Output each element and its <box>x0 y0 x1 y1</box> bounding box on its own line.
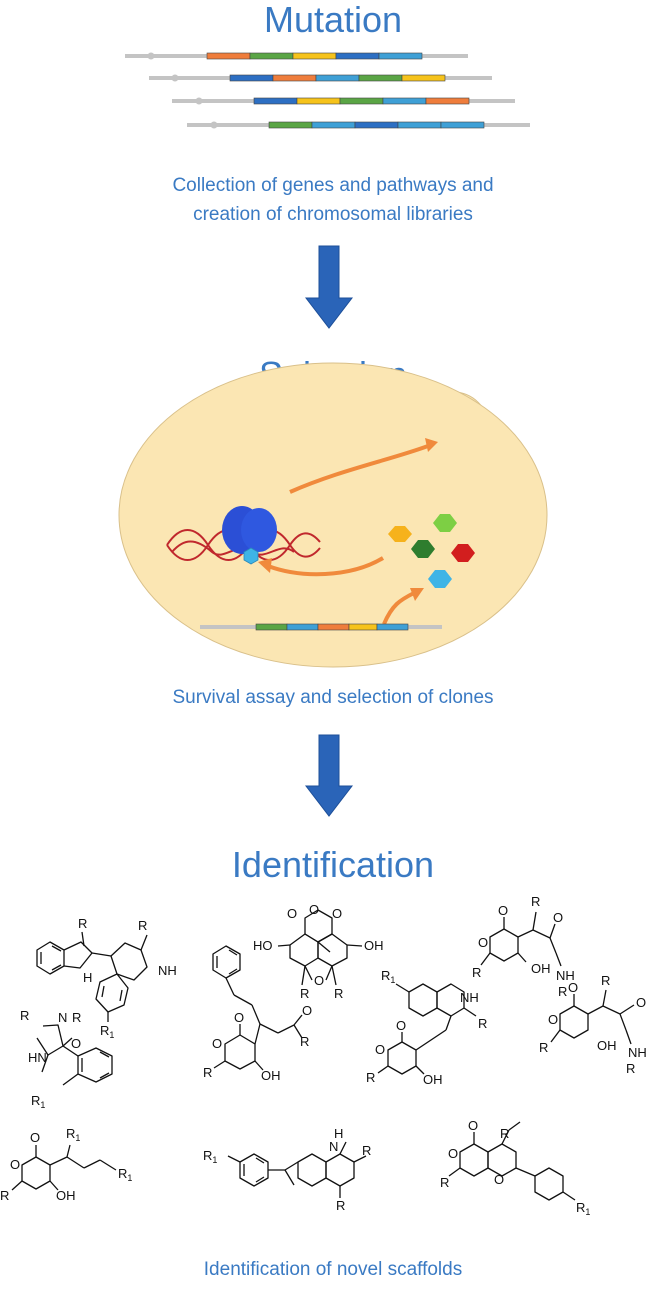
atom-r: R <box>334 986 343 1001</box>
chromosome-2 <box>149 74 492 82</box>
atom-r: R <box>500 1126 509 1141</box>
atom-o: O <box>478 935 488 950</box>
selection-caption: Survival assay and selection of clones <box>172 687 494 708</box>
structure-pyranone-aminoketone: O O R O OH R NH R <box>472 894 575 999</box>
atom-o: O <box>468 1118 478 1133</box>
atom-oh: OH <box>423 1072 443 1087</box>
gene-library-diagram <box>125 52 530 129</box>
metabolite-hexagons <box>388 514 475 588</box>
atom-o: O <box>375 1042 385 1057</box>
atom-o: O <box>314 973 324 988</box>
atom-r1-subscript: 1 <box>109 1030 114 1040</box>
atom-r: R <box>440 1175 449 1190</box>
atom-r: R <box>336 1198 345 1213</box>
atom-r1: R1 <box>100 1023 114 1040</box>
flux-arrows <box>258 438 438 625</box>
structure-dimeric-pyranone: O O O HO OH O R R <box>253 902 384 1001</box>
structure-arylethyl-tetrahydroquinoline: R1 H N R R <box>203 1126 371 1213</box>
atom-o: O <box>287 906 297 921</box>
polymerase-complex <box>222 506 277 565</box>
atom-r: R <box>203 1065 212 1080</box>
atom-r1: R1 <box>203 1148 217 1165</box>
atom-r: R <box>0 1188 9 1203</box>
structure-pyranone-aminoketone-2: O O R O OH R NH R <box>539 973 647 1076</box>
atom-h: H <box>334 1126 343 1141</box>
atom-o: O <box>71 1036 81 1051</box>
atom-oh: OH <box>56 1188 76 1203</box>
atom-r1-subscript: 1 <box>40 1100 45 1110</box>
atom-r: R <box>138 918 147 933</box>
atom-o: O <box>332 906 342 921</box>
integrated-gene-cassette <box>200 623 442 631</box>
chromosome-1 <box>125 52 468 60</box>
structure-alkenyl-pyranone: O O R1 R1 R OH <box>0 1126 132 1203</box>
atom-r1-subscript: 1 <box>390 975 395 985</box>
yeast-cell <box>118 362 548 668</box>
atom-r: R <box>20 1008 29 1023</box>
chromosome-3 <box>172 97 515 105</box>
atom-oh: OH <box>261 1068 281 1083</box>
atom-r1: R1 <box>118 1166 132 1183</box>
atom-ho: HO <box>253 938 273 953</box>
atom-oh: OH <box>364 938 384 953</box>
atom-r1-subscript: 1 <box>585 1207 590 1217</box>
chromosome-4 <box>187 121 530 129</box>
atom-o: O <box>568 980 578 995</box>
atom-o: O <box>553 910 563 925</box>
atom-r: R <box>362 1143 371 1158</box>
atom-r: R <box>300 1034 309 1049</box>
atom-r: R <box>366 1070 375 1085</box>
atom-r: R <box>472 965 481 980</box>
atom-o: O <box>234 1010 244 1025</box>
atom-n: N <box>58 1010 67 1025</box>
atom-nh: NH <box>628 1045 647 1060</box>
atom-oh: OH <box>531 961 551 976</box>
atom-o: O <box>10 1157 20 1172</box>
atom-r: R <box>558 984 567 999</box>
mutation-caption-line1: Collection of genes and pathways and <box>172 175 494 196</box>
atom-o: O <box>302 1003 312 1018</box>
atom-r: R <box>478 1016 487 1031</box>
atom-r: R <box>539 1040 548 1055</box>
atom-nh: NH <box>158 963 177 978</box>
atom-o: O <box>309 902 319 917</box>
identification-title: Identification <box>231 844 435 885</box>
atom-r1-subscript: 1 <box>75 1133 80 1143</box>
atom-nh: NH <box>460 990 479 1005</box>
atom-r1-subscript: 1 <box>127 1173 132 1183</box>
atom-r: R <box>531 894 540 909</box>
atom-r: R <box>601 973 610 988</box>
atom-o: O <box>30 1130 40 1145</box>
atom-o: O <box>448 1146 458 1161</box>
atom-o: O <box>396 1018 406 1033</box>
structure-pyrrolo-benzoxazine: R N R O HN R1 <box>20 1008 113 1110</box>
atom-nh: NH <box>556 968 575 983</box>
atom-r: R <box>300 986 309 1001</box>
atom-r1: R1 <box>381 968 395 985</box>
mutation-caption-line2: creation of chromosomal libraries <box>193 204 473 225</box>
identification-caption: Identification of novel scaffolds <box>203 1259 463 1280</box>
atom-h: H <box>83 970 92 985</box>
atom-o: O <box>498 903 508 918</box>
atom-r1: R1 <box>66 1126 80 1143</box>
structure-pyranone-tetrahydroquinoline: R1 NH R O O R OH <box>366 968 487 1087</box>
atom-o: O <box>494 1172 504 1187</box>
structure-phenethyl-pyranone: O O O R R OH <box>203 945 312 1083</box>
atom-o: O <box>212 1036 222 1051</box>
atom-o: O <box>636 995 646 1010</box>
structure-pyrano-chromanone: O O R O R R1 <box>440 1118 590 1217</box>
atom-o: O <box>548 1012 558 1027</box>
atom-hn: HN <box>28 1050 47 1065</box>
atom-r: R <box>626 1061 635 1076</box>
atom-n: N <box>329 1139 338 1154</box>
atom-r1: R1 <box>576 1200 590 1217</box>
atom-r: R <box>78 916 87 931</box>
atom-r1: R1 <box>31 1093 45 1110</box>
atom-oh: OH <box>597 1038 617 1053</box>
atom-r1-subscript: 1 <box>212 1155 217 1165</box>
atom-r: R <box>72 1010 81 1025</box>
mutation-title: Mutation <box>263 0 403 40</box>
